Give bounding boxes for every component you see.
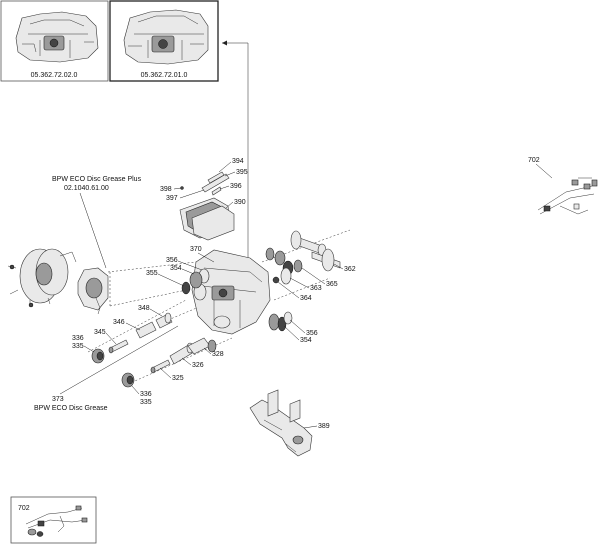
callout-326: 326: [192, 362, 204, 369]
grease-std-name: BPW ECO Disc Grease: [34, 405, 108, 412]
callout-335-upper: 335: [72, 343, 84, 350]
wear-indicator-group: [180, 171, 230, 196]
grease-plus-name: BPW ECO Disc Grease Plus: [52, 176, 142, 183]
callout-356-top: 356: [166, 257, 178, 264]
callout-336-lower: 336: [140, 391, 152, 398]
cap-lower: [121, 372, 135, 388]
caliper-icon: [15, 11, 99, 63]
variant-thumbnail-02[interactable]: 05.362.72.02.0: [0, 0, 109, 82]
callout-363: 363: [310, 285, 322, 292]
callout-348: 348: [138, 305, 150, 312]
callout-354-bottom: 354: [300, 337, 312, 344]
brake-pads: [179, 197, 235, 241]
callout-702-right: 702: [528, 157, 540, 164]
callout-397: 397: [166, 195, 178, 202]
guide-sleeve-upper: [135, 321, 157, 339]
variant-part-number: 05.362.72.02.0: [31, 72, 78, 79]
caliper-body[interactable]: [191, 249, 271, 335]
callout-364: 364: [300, 295, 312, 302]
grease-plus-number: 02.1040.61.00: [64, 185, 109, 192]
adjuster-mechanism: [265, 230, 341, 285]
guide-pin-lower: [150, 359, 171, 374]
callout-370: 370: [190, 246, 202, 253]
wear-sensor-icon: [537, 177, 598, 215]
cap-upper: [91, 348, 105, 364]
brake-chamber-icon: [7, 248, 109, 315]
callout-390: 390: [234, 199, 246, 206]
grease-std-ref: 373: [52, 396, 64, 403]
guide-sleeve-lower: [169, 337, 217, 365]
callout-394: 394: [232, 158, 244, 165]
callout-355: 355: [146, 270, 158, 277]
callout-346: 346: [113, 319, 125, 326]
callout-345: 345: [94, 329, 106, 336]
callout-398: 398: [160, 186, 172, 193]
callout-395: 395: [236, 169, 248, 176]
callout-362: 362: [344, 266, 356, 273]
callout-325: 325: [172, 375, 184, 382]
callout-356-bottom: 356: [306, 330, 318, 337]
variant-part-number: 05.362.72.01.0: [141, 72, 188, 79]
callout-335-lower: 335: [140, 399, 152, 406]
wear-sensor-inset[interactable]: 702: [10, 496, 97, 544]
callout-702-inset: 702: [18, 505, 30, 512]
callout-396: 396: [230, 183, 242, 190]
callout-336-upper: 336: [72, 335, 84, 342]
caliper-icon: [123, 9, 209, 65]
callout-389: 389: [318, 423, 330, 430]
callout-354-top: 354: [170, 265, 182, 272]
wear-sensor-icon: [25, 505, 88, 537]
variant-thumbnail-01[interactable]: 05.362.72.01.0: [109, 0, 219, 82]
guide-bush-upper: [155, 312, 173, 329]
callout-365: 365: [326, 281, 338, 288]
retaining-bracket: [249, 389, 313, 457]
arrow-up-icon: [222, 40, 249, 270]
callout-328: 328: [212, 351, 224, 358]
guide-pin-upper: [108, 339, 129, 354]
